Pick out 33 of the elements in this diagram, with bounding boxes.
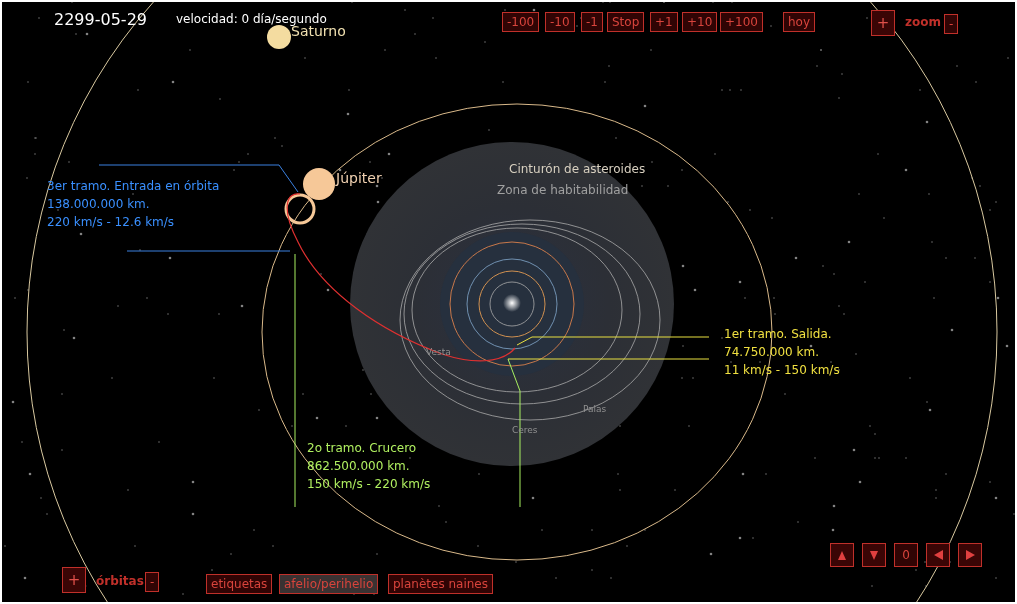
speed-text: velocidad: 0 día/segundo [176, 13, 327, 25]
step-button: +1 [650, 12, 678, 32]
step-button: +10 [682, 12, 718, 32]
orbits-label: órbitas [96, 575, 144, 587]
annotation-text: 2o tramo. Crucero [307, 442, 417, 454]
asteroid-label: Palas [583, 405, 607, 414]
planet-label: Júpiter [336, 171, 382, 185]
orbits-remove-button: - [145, 572, 160, 592]
step-button: -100 [502, 12, 540, 32]
labels-button: etiquetas [206, 574, 273, 594]
belt-label: Cinturón de asteroides [509, 163, 646, 175]
annotation-text: 138.000.000 km. [47, 198, 150, 210]
zoom-out-button: - [944, 14, 959, 34]
annotation-text: 150 km/s - 220 km/s [307, 478, 431, 490]
annotation-text: 74.750.000 km. [724, 346, 819, 358]
annotation-text: 11 km/s - 150 km/s [724, 364, 840, 376]
today-button: hoy [783, 12, 816, 32]
date-text: 2299-05-29 [54, 12, 147, 28]
annotation-text: 220 km/s - 12.6 km/s [47, 216, 175, 228]
zoom-in-button: + [871, 10, 895, 36]
annotation-text: 862.500.000 km. [307, 460, 410, 472]
aphelion-button: afelio/perihelio [279, 574, 379, 594]
step-button: -10 [545, 12, 575, 32]
stop-button: Stop [607, 12, 645, 32]
step-button: +100 [720, 12, 763, 32]
zoom-label: zoom [905, 16, 941, 28]
annotation-text: 1er tramo. Salida. [724, 328, 832, 340]
annotation-text: 3er tramo. Entrada en órbita [47, 180, 220, 192]
reset-button: 0 [894, 543, 918, 567]
dwarf-planets-button: planètes naines [388, 574, 493, 594]
orbits-add-button: + [62, 567, 86, 593]
zone-label: Zona de habitabilidad [497, 184, 629, 196]
step-button: -1 [581, 12, 603, 32]
